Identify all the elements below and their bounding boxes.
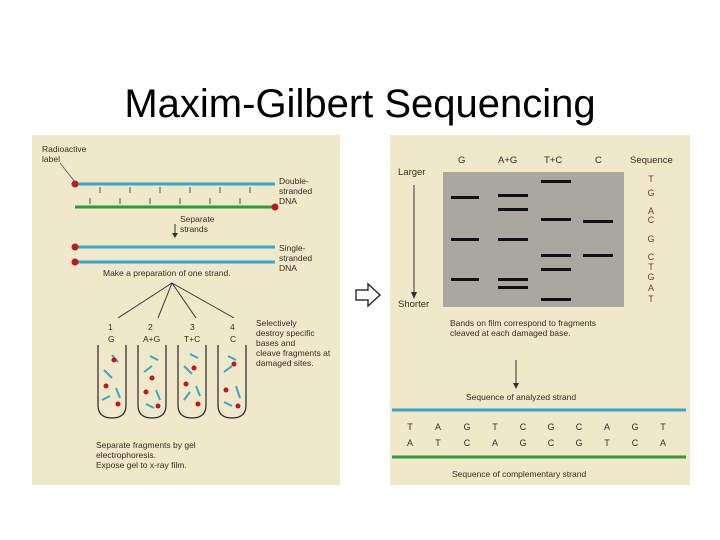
gel-band	[541, 180, 571, 183]
tube-number: 1	[108, 322, 113, 332]
gel-band	[541, 254, 571, 257]
analyzed-base: T	[656, 422, 670, 432]
complementary-base: C	[544, 438, 558, 448]
tube-number: 4	[230, 322, 235, 332]
gel-band	[583, 254, 613, 257]
sequence-letter: G	[645, 188, 657, 198]
fragments	[102, 354, 241, 409]
gel-band	[451, 238, 479, 241]
gel-band	[541, 298, 571, 301]
analyzed-strand-label: Sequence of analyzed strand	[466, 392, 576, 402]
analyzed-base: G	[628, 422, 642, 432]
complementary-base: A	[488, 438, 502, 448]
analyzed-base: T	[488, 422, 502, 432]
sequence-letter: A	[645, 283, 657, 293]
sequence-letter: T	[645, 174, 657, 184]
gel-band	[451, 196, 479, 199]
sequence-letter: T	[645, 262, 657, 272]
gel-film	[443, 172, 624, 307]
analyzed-base: G	[460, 422, 474, 432]
sequence-letter: G	[645, 234, 657, 244]
test-tubes	[98, 345, 246, 418]
gel-band	[498, 286, 528, 289]
complementary-base: T	[600, 438, 614, 448]
analyzed-base: C	[572, 422, 586, 432]
analyzed-base: C	[516, 422, 530, 432]
electrophoresis-note: Separate fragments by gel electrophoresi…	[96, 440, 196, 470]
gel-band	[583, 220, 613, 223]
complementary-base: C	[460, 438, 474, 448]
complementary-base: G	[516, 438, 530, 448]
radioactive-label-dot	[272, 204, 279, 211]
gel-band	[498, 194, 528, 197]
tube-base-label: T+C	[184, 334, 200, 344]
transition-arrow	[356, 284, 380, 306]
complementary-base: G	[572, 438, 586, 448]
strand-ticks	[90, 187, 250, 204]
lane-header-ag: A+G	[498, 155, 517, 166]
tube-number: 3	[190, 322, 195, 332]
analyzed-base: A	[600, 422, 614, 432]
lane-header-c: C	[595, 155, 602, 166]
analyzed-base: A	[431, 422, 445, 432]
destroy-note: Selectively destroy specific bases and c…	[256, 318, 330, 368]
sequence-letter: T	[645, 294, 657, 304]
branch-arrows	[118, 283, 234, 318]
tube-base-label: A+G	[143, 334, 160, 344]
tube-base-label: C	[230, 334, 236, 344]
analyzed-base: T	[403, 422, 417, 432]
bands-note: Bands on film correspond to fragments cl…	[450, 318, 596, 338]
gel-band	[541, 268, 571, 271]
sequence-letter: C	[645, 252, 657, 262]
lane-header-tc: T+C	[544, 155, 562, 166]
double-stranded-label: Double- stranded DNA	[279, 176, 312, 206]
lane-header-g: G	[458, 155, 465, 166]
gel-band	[498, 208, 528, 211]
complementary-base: A	[656, 438, 670, 448]
shorter-label: Shorter	[398, 299, 429, 310]
single-stranded-label: Single- stranded DNA	[279, 243, 312, 273]
radioactive-label-text: Radioactive label	[42, 144, 86, 164]
separate-strands-label: Separate strands	[180, 214, 215, 234]
complementary-base: C	[628, 438, 642, 448]
label-pointer	[60, 163, 75, 182]
gel-band	[498, 238, 528, 241]
sequence-letter: G	[645, 272, 657, 282]
sequence-letter: C	[645, 215, 657, 225]
complementary-strand-label: Sequence of complementary strand	[452, 469, 586, 479]
tube-number: 2	[148, 322, 153, 332]
sequence-header: Sequence	[630, 155, 673, 166]
gel-band	[451, 278, 479, 281]
complementary-base: A	[403, 438, 417, 448]
larger-label: Larger	[398, 167, 425, 178]
gel-band	[541, 218, 571, 221]
make-preparation-text: Make a preparation of one strand.	[103, 268, 231, 278]
complementary-base: T	[431, 438, 445, 448]
tube-base-label: G	[108, 334, 115, 344]
gel-band	[498, 278, 528, 281]
analyzed-base: G	[544, 422, 558, 432]
